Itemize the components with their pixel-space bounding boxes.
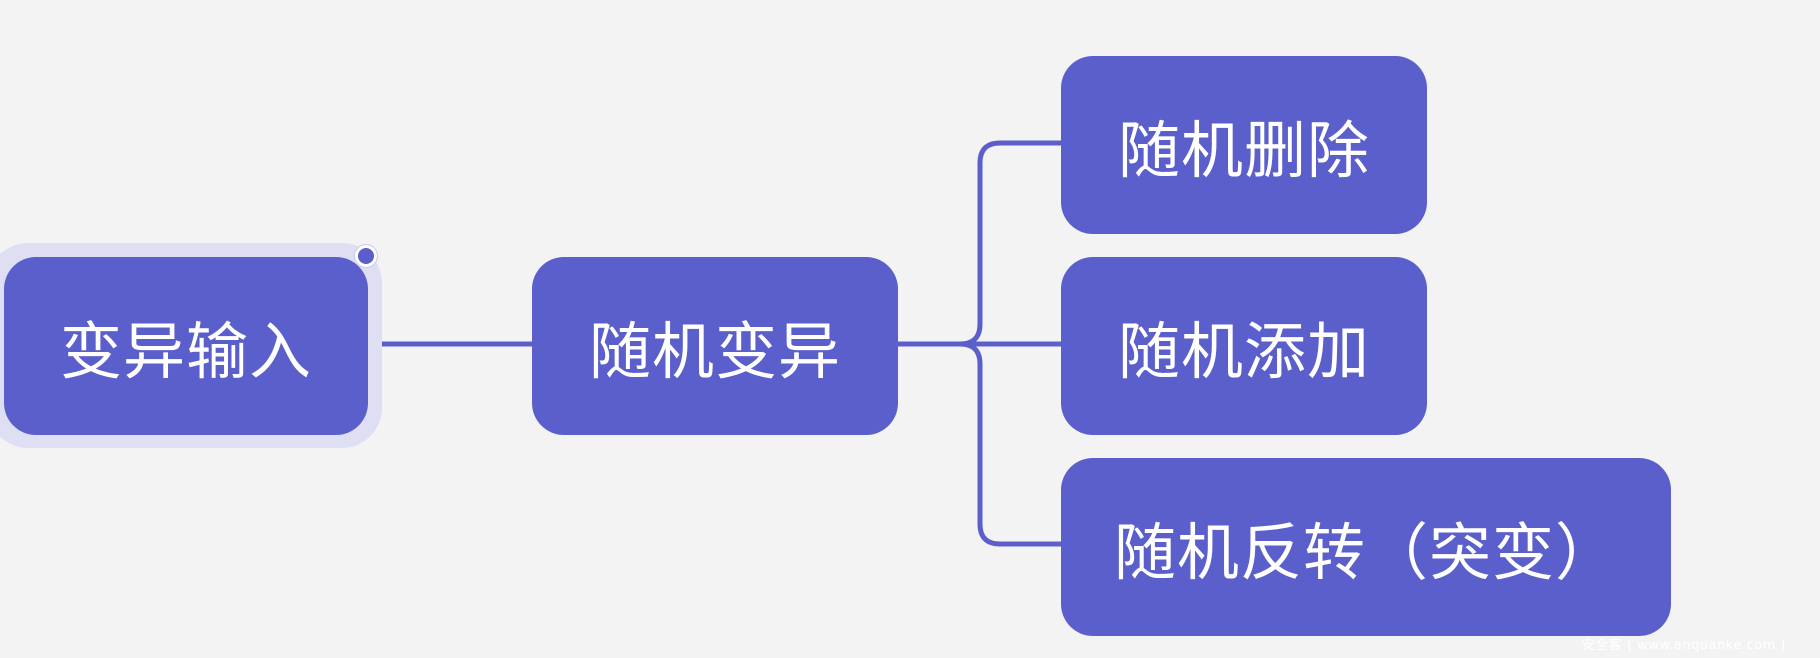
leaf-node-2-label: 随机添加: [1117, 315, 1370, 388]
leaf-node-1-label: 随机删除: [1117, 114, 1370, 187]
root-node-label: 变异输入: [59, 315, 312, 388]
branch-node-label: 随机变异: [588, 315, 841, 388]
leaf-node-2[interactable]: 随机添加: [1061, 257, 1427, 435]
leaf-node-3[interactable]: 随机反转（突变）: [1061, 458, 1671, 636]
branch-to-leaf3-connector: [959, 341, 1062, 547]
add-child-handle[interactable]: [355, 245, 377, 267]
branch-to-leaf1-connector: [898, 140, 1062, 347]
root-node[interactable]: 变异输入: [4, 257, 368, 435]
leaf-node-1[interactable]: 随机删除: [1061, 56, 1427, 234]
branch-node[interactable]: 随机变异: [532, 257, 898, 435]
watermark-text: 安全客 ( www.anquanke.com ): [1581, 638, 1786, 653]
leaf-node-3-label: 随机反转（突变）: [1113, 516, 1618, 589]
